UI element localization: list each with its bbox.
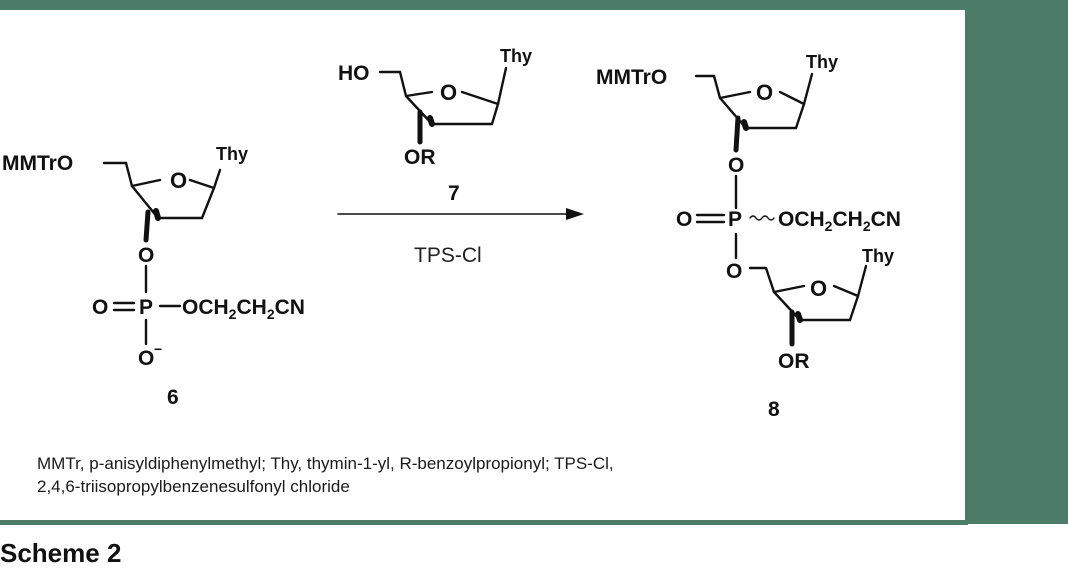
phosphoryl-oxygen-8: O	[676, 208, 692, 231]
reaction-arrow	[337, 208, 584, 220]
mmtro-label-8: MMTrO	[596, 66, 667, 89]
scheme-panel	[0, 10, 965, 520]
frame-right-bar	[965, 0, 1068, 524]
caption-line-2: 2,4,6-triisopropylbenzenesulfonyl chlori…	[37, 477, 350, 496]
or-label-8: OR	[778, 350, 810, 373]
compound-number-8: 8	[768, 398, 780, 421]
caption-line-1: MMTr, p-anisyldiphenylmethyl; Thy, thymi…	[37, 454, 614, 473]
phosphorus-6: P	[139, 296, 153, 319]
frame-bottom-bar	[0, 520, 968, 525]
charge-label-6: −	[154, 341, 162, 357]
thy-label-6: Thy	[216, 144, 248, 164]
phosphoryl-oxygen-6: O	[92, 296, 108, 319]
compound-number-6: 6	[167, 386, 179, 409]
reagent-number-above-arrow: 7	[448, 182, 460, 205]
thy-label-7: Thy	[500, 46, 532, 66]
phosphorus-8: P	[728, 208, 742, 231]
hydroxyl-label-7: HO	[338, 62, 370, 85]
alkoxy-label-8: OCH2CH2CN	[778, 208, 901, 234]
bridge-oxygen-6: O	[138, 244, 154, 267]
reagent-tpscl-label: TPS-Cl	[414, 244, 482, 267]
scheme-title: Scheme 2	[0, 538, 122, 568]
compound-6-bonds	[102, 161, 222, 346]
alkoxy-label-6: OCH2CH2CN	[182, 296, 305, 322]
thy-top-label-8: Thy	[806, 52, 838, 72]
anionic-oxygen-6: O	[138, 347, 154, 370]
bridge-oxygen-bottom-8: O	[726, 260, 742, 283]
ring-oxygen-bottom-8: O	[810, 276, 827, 301]
ring-oxygen-6: O	[170, 168, 187, 193]
ring-oxygen-7: O	[440, 80, 457, 105]
scheme-caption: MMTr, p-anisyldiphenylmethyl; Thy, thymi…	[37, 452, 877, 498]
bridge-oxygen-top-8: O	[728, 154, 744, 177]
ring-oxygen-top-8: O	[756, 80, 773, 105]
thy-bottom-label-8: Thy	[862, 246, 894, 266]
mmtro-label-6: MMTrO	[2, 152, 73, 175]
or-label-7: OR	[404, 146, 436, 169]
compound-7-bonds	[378, 66, 508, 145]
frame-top-bar	[0, 0, 1068, 10]
compound-8-bonds	[694, 72, 868, 347]
